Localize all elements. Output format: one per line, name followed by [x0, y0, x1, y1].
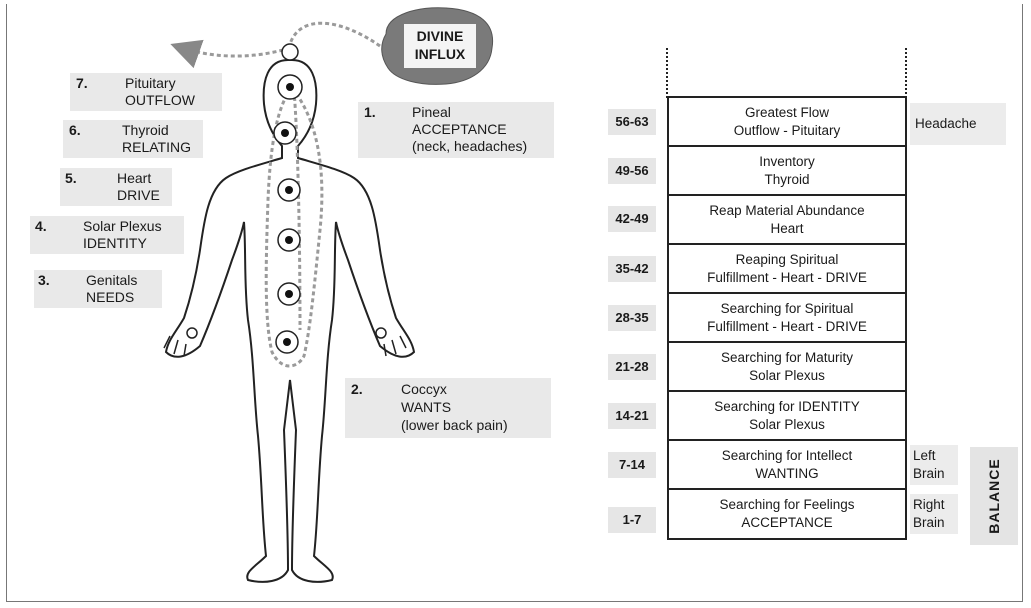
chakra-label-pineal: 1. Pineal ACCEPTANCE (neck, headaches): [358, 102, 554, 158]
stage-line2: Fulfillment - Heart - DRIVE: [669, 269, 905, 287]
right-brain-note: Right Brain: [910, 494, 958, 534]
stage-line1: Searching for IDENTITY: [669, 398, 905, 416]
age-range: 56-63: [608, 109, 656, 135]
stage-line2: Outflow - Pituitary: [669, 122, 905, 140]
stage-line2: Thyroid: [669, 171, 905, 189]
stage-line1: Searching for Maturity: [669, 349, 905, 367]
chakra-number: 5.: [65, 170, 77, 187]
chakra-role: ACCEPTANCE: [412, 121, 507, 138]
stage-line1: Searching for Intellect: [669, 447, 905, 465]
influx-line2: INFLUX: [400, 45, 480, 63]
age-range: 1-7: [608, 507, 656, 533]
age-range: 49-56: [608, 158, 656, 184]
age-range: 35-42: [608, 256, 656, 282]
stage-line2: WANTING: [669, 465, 905, 483]
chakra-role: WANTS: [401, 399, 451, 416]
stage-box: Greatest Flow Outflow - Pituitary: [667, 96, 907, 147]
chakra-number: 2.: [351, 381, 363, 398]
left-brain-label: Brain: [910, 465, 958, 483]
chakra-label-genitals: 3. Genitals NEEDS: [34, 270, 162, 308]
chakra-number: 4.: [35, 218, 47, 235]
chakra-role: DRIVE: [117, 187, 160, 204]
age-range: 14-21: [608, 403, 656, 429]
stage-box: Reap Material Abundance Heart: [667, 194, 907, 245]
stage-box: Inventory Thyroid: [667, 145, 907, 196]
chakra-label-solar-plexus: 4. Solar Plexus IDENTITY: [30, 216, 184, 254]
stage-box: Searching for Feelings ACCEPTANCE: [667, 488, 907, 540]
stage-line2: Heart: [669, 220, 905, 238]
balance-label: BALANCE: [986, 458, 1002, 533]
right-label: Right: [910, 494, 958, 514]
chakra-label-coccyx: 2. Coccyx WANTS (lower back pain): [345, 378, 551, 438]
headache-label: Headache: [910, 103, 1006, 133]
stage-line2: Fulfillment - Heart - DRIVE: [669, 318, 905, 336]
headache-note: Headache: [910, 103, 1006, 145]
chakra-role: RELATING: [122, 139, 191, 156]
stage-box: Searching for Spiritual Fulfillment - He…: [667, 292, 907, 343]
stage-line1: Reaping Spiritual: [669, 251, 905, 269]
age-range: 28-35: [608, 305, 656, 331]
stage-line2: Solar Plexus: [669, 367, 905, 385]
chakra-number: 3.: [38, 272, 50, 289]
chakra-note: (neck, headaches): [412, 138, 527, 155]
stage-line1: Greatest Flow: [669, 104, 905, 122]
chakra-name: Genitals: [86, 272, 137, 289]
chakra-role: IDENTITY: [83, 235, 147, 252]
age-range: 42-49: [608, 206, 656, 232]
right-brain-label: Brain: [910, 514, 958, 532]
chakra-note: (lower back pain): [401, 417, 508, 434]
chakra-number: 7.: [76, 75, 88, 92]
influx-line1: DIVINE: [400, 27, 480, 45]
stage-line2: Solar Plexus: [669, 416, 905, 434]
chakra-number: 6.: [69, 122, 81, 139]
stage-line1: Searching for Feelings: [669, 496, 905, 514]
stage-line1: Reap Material Abundance: [669, 202, 905, 220]
chakra-label-thyroid: 6. Thyroid RELATING: [63, 120, 203, 158]
balance-note: BALANCE: [970, 447, 1018, 545]
chakra-name: Pineal: [412, 104, 451, 121]
stage-line1: Inventory: [669, 153, 905, 171]
stage-line1: Searching for Spiritual: [669, 300, 905, 318]
age-range: 7-14: [608, 452, 656, 478]
left-label: Left: [910, 445, 958, 465]
stage-box: Reaping Spiritual Fulfillment - Heart - …: [667, 243, 907, 294]
stage-line2: ACCEPTANCE: [669, 514, 905, 532]
chakra-name: Pituitary: [125, 75, 176, 92]
age-range: 21-28: [608, 354, 656, 380]
divine-influx-label: DIVINE INFLUX: [400, 27, 480, 63]
chakra-name: Solar Plexus: [83, 218, 162, 235]
chakra-role: NEEDS: [86, 289, 134, 306]
chakra-label-pituitary: 7. Pituitary OUTFLOW: [70, 73, 222, 111]
chakra-role: OUTFLOW: [125, 92, 195, 109]
chakra-number: 1.: [364, 104, 376, 121]
stage-box: Searching for Intellect WANTING: [667, 439, 907, 490]
left-brain-note: Left Brain: [910, 445, 958, 485]
stage-box: Searching for Maturity Solar Plexus: [667, 341, 907, 392]
chakra-name: Coccyx: [401, 381, 447, 398]
chakra-name: Thyroid: [122, 122, 169, 139]
chakra-name: Heart: [117, 170, 151, 187]
stage-box: Searching for IDENTITY Solar Plexus: [667, 390, 907, 441]
chakra-label-heart: 5. Heart DRIVE: [60, 168, 172, 206]
